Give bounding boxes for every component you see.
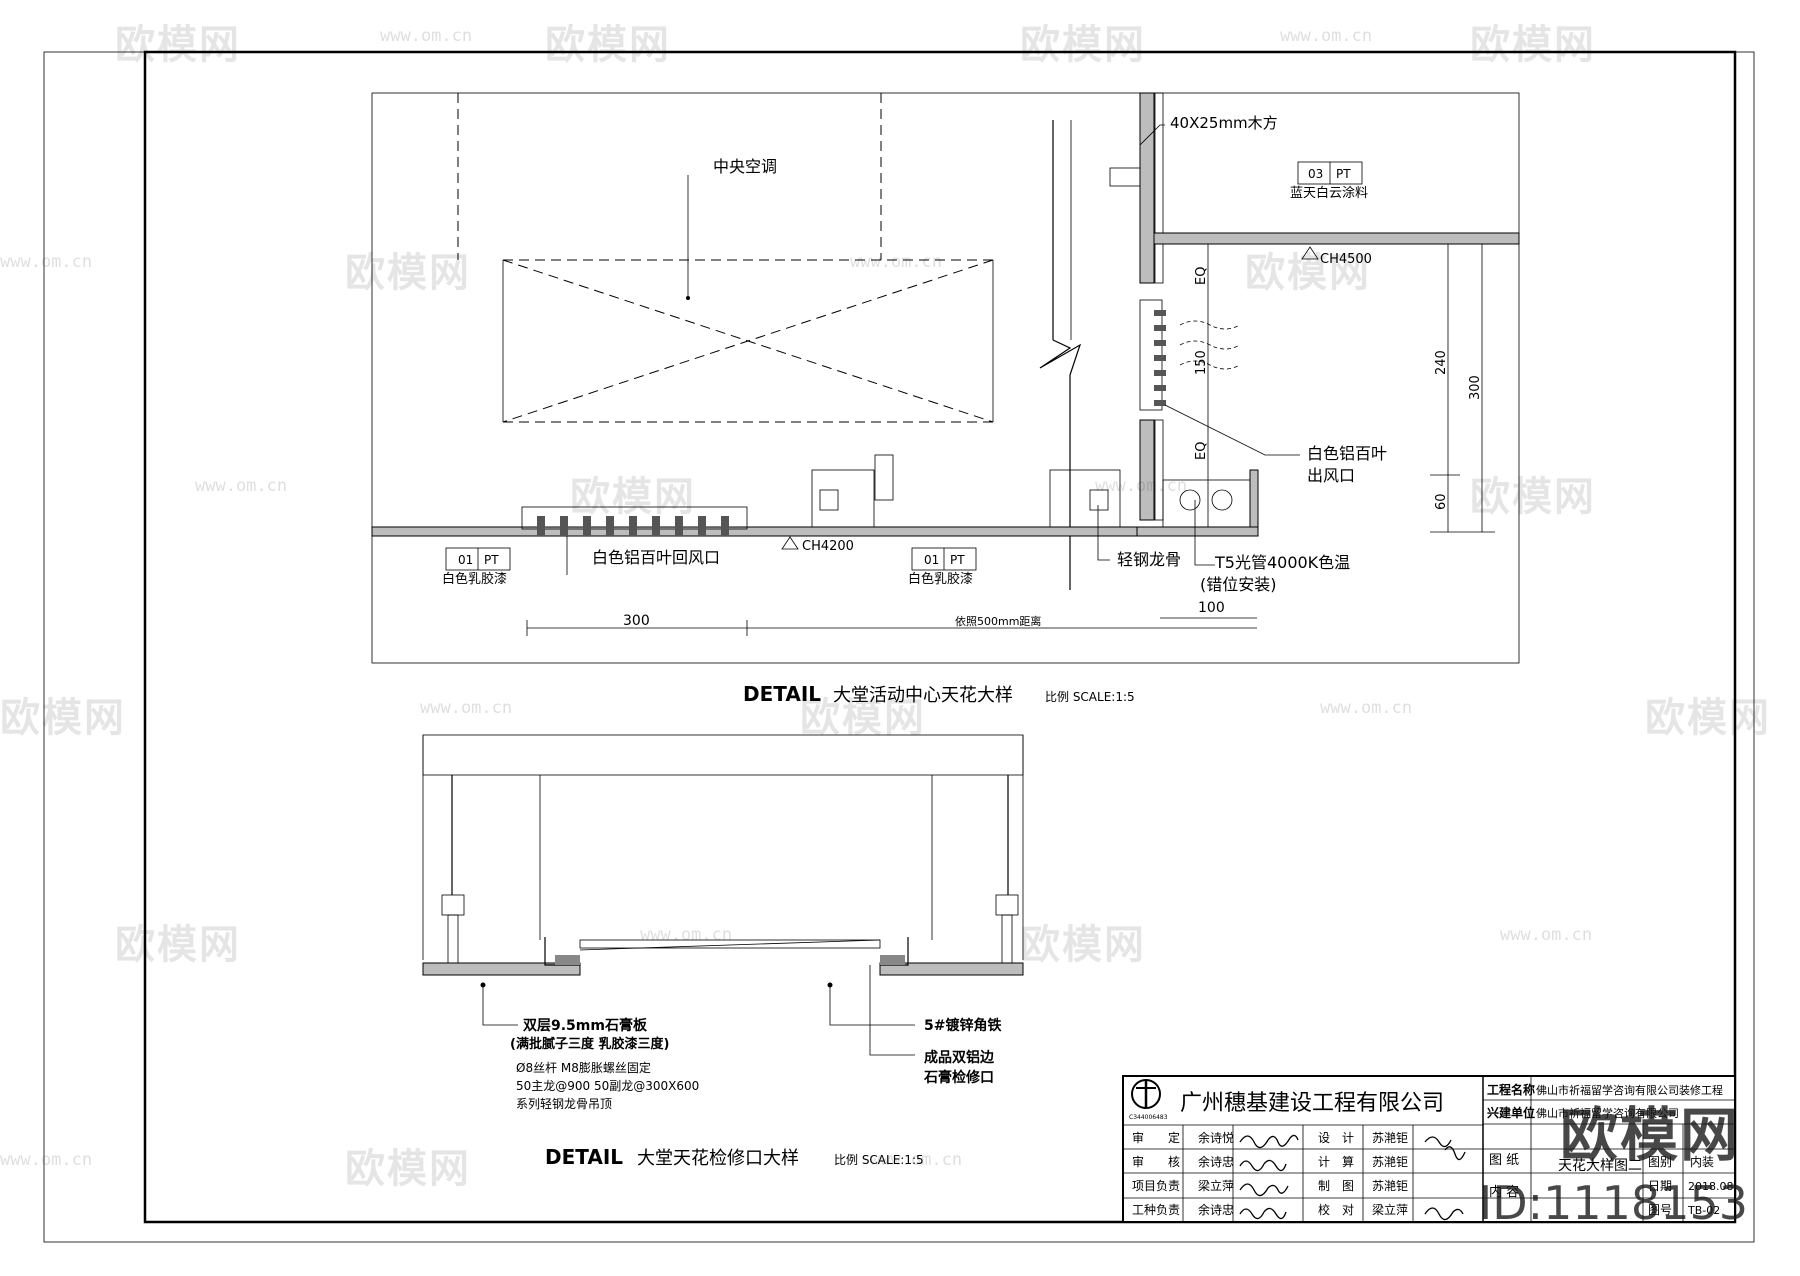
svg-text:苏滟钜: 苏滟钜 (1372, 1154, 1408, 1169)
svg-text:审 定: 审 定 (1132, 1130, 1180, 1145)
label-sky-paint: 蓝天白云涂料 (1290, 185, 1368, 201)
svg-text:设 计: 设 计 (1318, 1131, 1354, 1145)
detail1-title: 大堂活动中心天花大样 (833, 685, 1013, 706)
detail2-prefix: DETAIL (545, 1145, 623, 1169)
svg-text:兴建单位: 兴建单位 (1487, 1105, 1535, 1120)
label-latex-1: 白色乳胶漆 (442, 571, 507, 587)
handwritten-signatures (1239, 1134, 1466, 1221)
supply-vent (1139, 299, 1166, 411)
svg-text:余诗忠: 余诗忠 (1198, 1202, 1234, 1217)
label-t5: T5光管4000K色温 (1214, 553, 1350, 572)
svg-text:03: 03 (1308, 167, 1323, 181)
svg-text:余诗忠: 余诗忠 (1198, 1154, 1234, 1169)
svg-text:校 对: 校 对 (1318, 1202, 1354, 1217)
svg-text:系列轻钢龙骨吊顶: 系列轻钢龙骨吊顶 (516, 1097, 612, 1111)
svg-text:苏滟钜: 苏滟钜 (1372, 1130, 1408, 1145)
outer-border (43, 51, 1755, 1243)
label-return-vent: 白色铝百叶回风口 (592, 548, 720, 567)
company-name: 广州穗基建设工程有限公司 (1180, 1091, 1444, 1116)
label-supply-vent: 白色铝百叶 (1307, 444, 1387, 463)
project-name: 佛山市祈福留学咨询有限公司装修工程 (1536, 1083, 1723, 1097)
detail-2: 双层9.5mm石膏板 (满批腻子三度 乳胶漆三度) Ø8丝杆 M8膨胀螺丝固定 … (422, 734, 1024, 1169)
label-gypsum: 双层9.5mm石膏板 (523, 1017, 648, 1034)
label-angle-iron: 5#镀锌角铁 (924, 1017, 1001, 1034)
inner-border (143, 50, 1737, 1224)
svg-text:100: 100 (1198, 600, 1225, 616)
level-ch4200: CH4200 (802, 539, 854, 554)
client-name: 佛山市祈福留学咨询有限公司 (1536, 1106, 1679, 1120)
svg-text:项目负责: 项目负责 (1132, 1179, 1180, 1193)
svg-text:图号: 图号 (1648, 1203, 1672, 1217)
svg-text:300: 300 (623, 613, 650, 629)
svg-text:(满批腻子三度 乳胶漆三度): (满批腻子三度 乳胶漆三度) (510, 1036, 669, 1052)
label-wood: 40X25mm木方 (1170, 114, 1278, 132)
svg-text:图 纸: 图 纸 (1489, 1153, 1519, 1168)
svg-text:工种负责: 工种负责 (1132, 1203, 1180, 1217)
title-block: C344006483 广州穗基建设工程有限公司 审 定 余诗悦 设 计 苏滟钜 … (1122, 1075, 1736, 1223)
drawing-name: 天花大样图二 (1558, 1158, 1642, 1174)
label-latex-2: 白色乳胶漆 (908, 571, 973, 587)
svg-text:C344006483: C344006483 (1129, 1114, 1168, 1121)
drawing-number: TB-02 (1687, 1204, 1720, 1217)
svg-text:审 核: 审 核 (1132, 1154, 1180, 1169)
svg-text:300: 300 (1468, 375, 1483, 400)
svg-text:EQ: EQ (1194, 442, 1209, 460)
svg-text:梁立萍: 梁立萍 (1198, 1178, 1234, 1193)
svg-text:内装: 内装 (1690, 1155, 1714, 1169)
svg-text:150: 150 (1194, 350, 1209, 375)
label-keel: 轻钢龙骨 (1117, 550, 1181, 569)
svg-text:50主龙@900 50副龙@300X600: 50主龙@900 50副龙@300X600 (516, 1079, 699, 1093)
brand-id-watermark: ID:1118153 (1478, 1176, 1748, 1230)
return-vent (521, 506, 748, 536)
label-central-ac: 中央空调 (713, 157, 777, 176)
label-access-panel: 成品双铝边 (924, 1049, 995, 1066)
svg-text:余诗悦: 余诗悦 (1198, 1130, 1234, 1145)
detail2-scale: 比例 SCALE:1:5 (834, 1153, 924, 1167)
level-ch4500: CH4500 (1320, 252, 1372, 267)
svg-text:PT: PT (1336, 167, 1351, 181)
svg-text:石膏检修口: 石膏检修口 (923, 1069, 994, 1086)
svg-text:01: 01 (458, 553, 473, 567)
svg-text:EQ: EQ (1194, 267, 1209, 285)
svg-text:计 算: 计 算 (1318, 1154, 1354, 1169)
drawing-date: 2018.08 (1688, 1180, 1734, 1193)
company-logo: C344006483 (1129, 1079, 1168, 1121)
svg-text:PT: PT (484, 553, 499, 567)
svg-text:制 图: 制 图 (1318, 1179, 1354, 1193)
detail2-title: 大堂天花检修口大样 (637, 1148, 799, 1169)
svg-text:(错位安装): (错位安装) (1200, 575, 1277, 594)
svg-text:01: 01 (924, 553, 939, 567)
brand-watermark: 欧模网 (1559, 1101, 1740, 1169)
svg-text:依照500mm距离: 依照500mm距离 (955, 614, 1041, 628)
detail1-prefix: DETAIL (743, 682, 821, 706)
svg-text:日期: 日期 (1648, 1179, 1672, 1193)
svg-text:内 容: 内 容 (1489, 1184, 1519, 1200)
svg-text:图别: 图别 (1648, 1155, 1672, 1169)
svg-text:工程名称: 工程名称 (1487, 1082, 1535, 1097)
svg-text:PT: PT (950, 553, 965, 567)
svg-text:出风口: 出风口 (1307, 466, 1355, 485)
svg-text:240: 240 (1434, 350, 1449, 375)
detail-1: 中央空调 40X25mm木方 03 PT 蓝天白云涂料 CH4500 CH420… (371, 92, 1520, 706)
label-rod: Ø8丝杆 M8膨胀螺丝固定 (516, 1060, 651, 1075)
detail1-scale: 比例 SCALE:1:5 (1045, 690, 1135, 704)
svg-text:60: 60 (1434, 493, 1449, 510)
svg-text:苏滟钜: 苏滟钜 (1372, 1178, 1408, 1193)
svg-text:梁立萍: 梁立萍 (1372, 1202, 1408, 1217)
